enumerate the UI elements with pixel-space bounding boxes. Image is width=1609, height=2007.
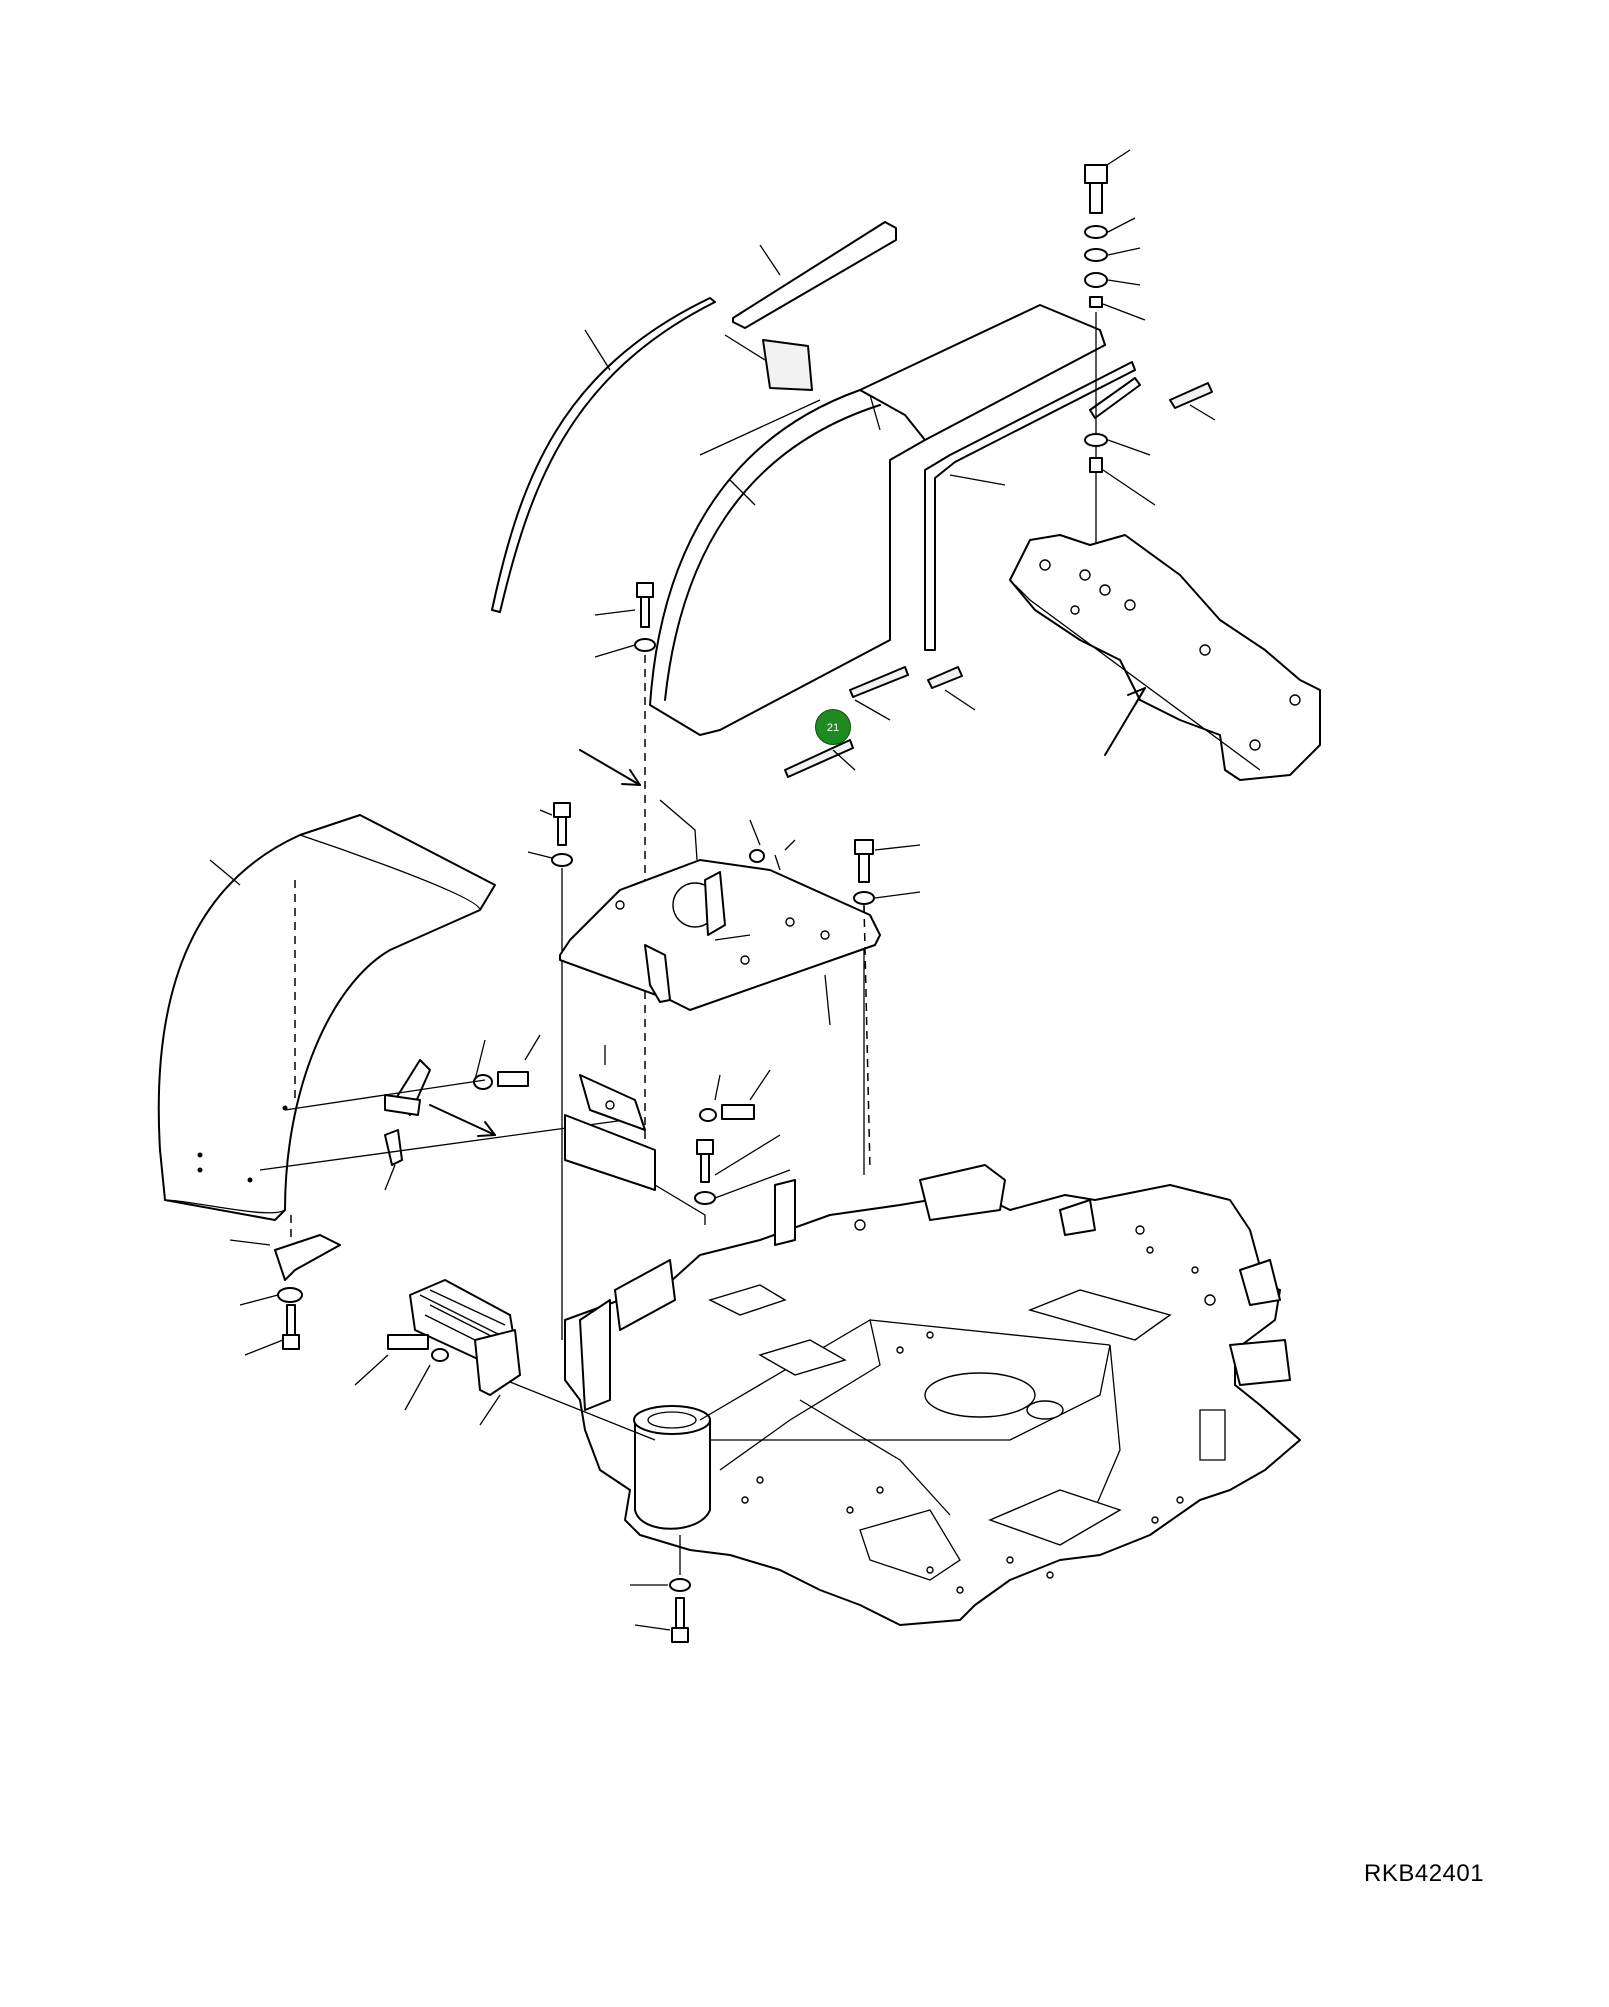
strip-under-cover-2	[784, 739, 854, 778]
fender-cover	[649, 304, 1106, 736]
swing-boss-top	[633, 1405, 711, 1435]
bottom-bolt-head	[671, 1627, 689, 1643]
bolt-mid-left-head	[553, 802, 571, 818]
key-piece-1	[1169, 382, 1213, 409]
vertical-bolt-head	[696, 1139, 714, 1155]
frame-rib-mid	[614, 1259, 676, 1331]
frame-bracket-top	[919, 1164, 1006, 1221]
lower-bolt-shank	[286, 1304, 296, 1336]
lower-washer	[277, 1287, 303, 1303]
bottom-bolt-shank	[675, 1597, 685, 1629]
frame-upright-block	[774, 1179, 796, 1246]
side-fender	[157, 814, 496, 1221]
washer-3	[1084, 272, 1108, 288]
step-assembly	[354, 1279, 521, 1411]
bolt-upper-left-head	[636, 582, 654, 598]
bolt-mid-left-shank	[557, 816, 567, 846]
step-washer	[431, 1348, 449, 1362]
side-channel	[924, 361, 1136, 651]
top-bolt-shank	[1089, 182, 1103, 214]
right-mounting-bracket-assembly	[1009, 149, 1321, 781]
frame-bracket-right	[1059, 1199, 1096, 1236]
fender-stay-foot	[384, 1094, 421, 1116]
bottom-bolt-assembly	[630, 1535, 691, 1643]
washer-2	[1084, 248, 1108, 262]
frame-rib-left	[579, 1299, 611, 1411]
washer-4	[1084, 433, 1108, 447]
middle-small-brackets	[564, 1045, 791, 1225]
spacer	[1089, 296, 1103, 308]
bottom-washer	[669, 1578, 691, 1592]
key-piece-2	[927, 666, 963, 689]
top-trim-strip	[732, 221, 897, 329]
washer-1	[1084, 225, 1108, 239]
curved-trim-strip	[491, 297, 716, 613]
clip-washer	[749, 849, 765, 863]
lower-stay	[274, 1234, 341, 1281]
plate-bracket	[644, 944, 671, 1003]
bracket-bolt	[721, 1104, 755, 1120]
vertical-washer	[694, 1191, 716, 1205]
mounting-bracket-plate	[1009, 534, 1321, 781]
top-fender-cover-assembly	[491, 221, 1213, 778]
lower-bolt-head	[282, 1334, 300, 1350]
fender-bolt-small	[384, 1129, 403, 1166]
fender-bolt	[497, 1071, 529, 1087]
seat-mounting-plate-assembly	[527, 582, 921, 1340]
frame-block-right	[1229, 1339, 1291, 1386]
bolt-upper-left-shank	[640, 596, 650, 628]
drawing-code-label: RKB42401	[1364, 1860, 1485, 1887]
right-strip	[1089, 377, 1141, 419]
plate-upright	[704, 871, 726, 936]
step-bracket	[474, 1329, 521, 1396]
washer-mid-right	[853, 891, 875, 905]
callout-marker-21[interactable]: 21	[815, 709, 851, 745]
main-revolving-frame	[479, 1164, 1301, 1626]
frame-step-right	[1239, 1259, 1281, 1306]
bolt-mid-right-shank	[858, 853, 870, 883]
bolt-mid-right-head	[854, 839, 874, 855]
top-bolt-head	[1084, 164, 1108, 184]
spacer-2	[1089, 457, 1103, 473]
bracket-washer	[699, 1108, 717, 1122]
step-bolt	[387, 1334, 429, 1350]
strip-under-cover-1	[849, 666, 909, 698]
left-side-fender-assembly	[157, 814, 626, 1356]
hinge-bracket-lower	[564, 1114, 656, 1191]
seat-plate	[559, 859, 881, 1011]
washer-upper-left	[634, 638, 656, 652]
fender-washer	[473, 1074, 493, 1090]
swing-boss	[634, 1419, 711, 1530]
washer-mid-left	[551, 853, 573, 867]
rubber-pad	[762, 339, 813, 391]
vertical-bolt-shank	[700, 1153, 710, 1183]
